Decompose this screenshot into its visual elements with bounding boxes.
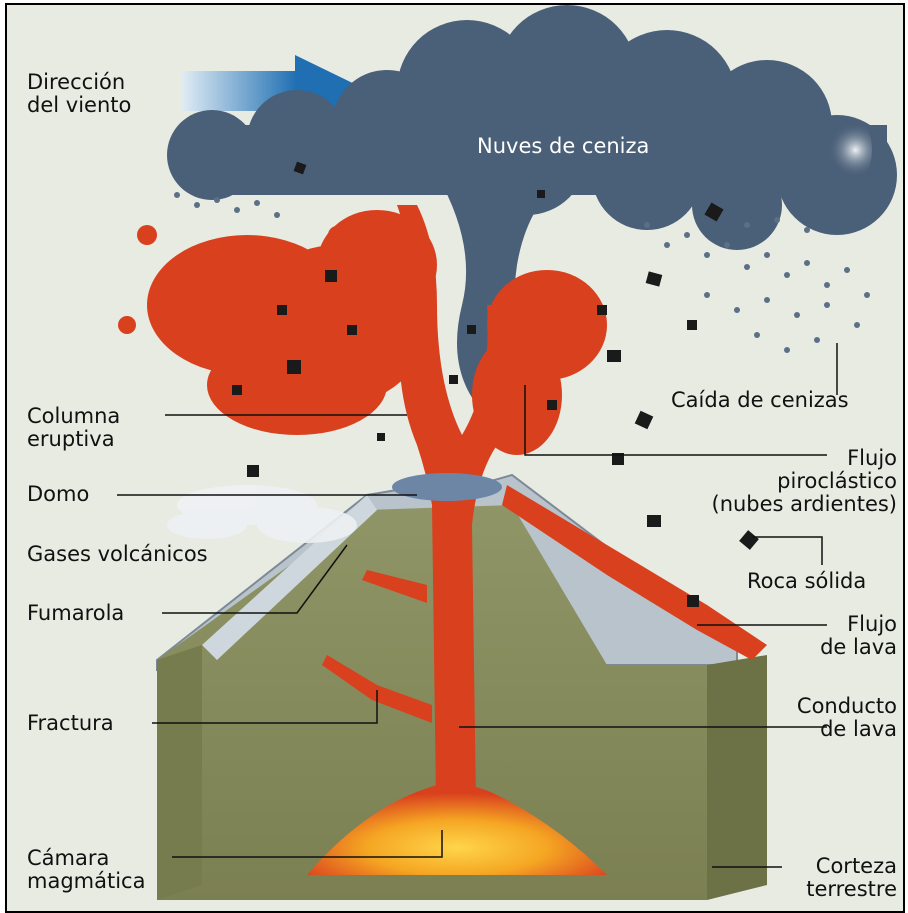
- ash-clouds-label: Nuves de ceniza: [477, 135, 649, 158]
- pyroclastic-flow-label: Flujo piroclástico (nubes ardientes): [712, 447, 898, 516]
- volcanic-gases-label: Gases volcánicos: [27, 543, 208, 566]
- wind-direction-label: Dirección del viento: [27, 71, 131, 117]
- earth-crust-label: Corteza terrestre: [806, 855, 897, 901]
- volcano-diagram: Dirección del viento Nuves de ceniza Caí…: [5, 3, 905, 913]
- volcanic-gases: [167, 485, 357, 543]
- eruptive-column-label: Columna eruptiva: [27, 405, 120, 451]
- ash-fall-label: Caída de cenizas: [671, 389, 849, 412]
- solid-rock-label: Roca sólida: [747, 570, 866, 593]
- magma-chamber-label: Cámara magmática: [27, 847, 145, 893]
- eruption-plume: [118, 210, 607, 455]
- lava-flow-label: Flujo de lava: [820, 613, 897, 659]
- lava-conduit-label: Conducto de lava: [797, 695, 897, 741]
- dome: [392, 473, 502, 501]
- fracture-label: Fractura: [27, 712, 114, 735]
- fumarole-label: Fumarola: [27, 602, 124, 625]
- dome-label: Domo: [27, 483, 89, 506]
